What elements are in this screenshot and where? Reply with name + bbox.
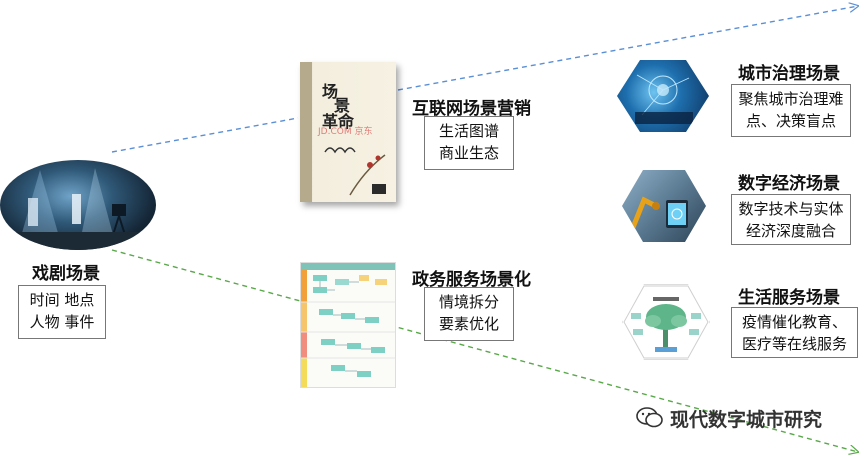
city-box-line-1: 聚焦城市治理难 — [738, 90, 844, 108]
internet-box-line-1: 生活图谱 — [438, 122, 499, 140]
gov-box-line-1: 情境拆分 — [438, 293, 499, 311]
city-governance-title: 城市治理场景 — [738, 64, 840, 84]
book-jd-watermark: JD.COM 京东 — [318, 127, 373, 137]
flowchart-icon — [301, 263, 395, 387]
economy-box-line-1: 数字技术与实体 — [738, 200, 844, 218]
book-title-3: 革命 — [322, 112, 355, 131]
service-tree-icon — [623, 285, 709, 359]
book-illustration-icon — [324, 147, 386, 196]
internet-box-line-2: 商业生态 — [438, 144, 499, 162]
book-spine — [300, 62, 312, 202]
digital-economy-image — [622, 170, 706, 242]
life-services-title: 生活服务场景 — [738, 288, 840, 308]
wechat-watermark-text: 现代数字城市研究 — [670, 409, 823, 431]
blue-dashed-arrow-right — [397, 6, 858, 91]
life-box-line-2: 医疗等在线服务 — [741, 335, 847, 353]
city-box-line-2: 点、决策盲点 — [745, 112, 836, 130]
digital-economy-box: 数字技术与实体 经济深度融合 — [731, 194, 851, 245]
city-governance-box: 聚焦城市治理难 点、决策盲点 — [731, 84, 851, 137]
gov-service-box: 情境拆分 要素优化 — [424, 287, 514, 341]
theater-scene-box: 时间 地点 人物 事件 — [18, 285, 106, 339]
flowchart-thumbnail-image — [300, 262, 396, 388]
theater-scene-image — [0, 160, 156, 250]
life-services-image — [622, 284, 710, 360]
green-dashed-arrow — [111, 249, 858, 452]
internet-marketing-box: 生活图谱 商业生态 — [424, 116, 514, 170]
blue-dashed-arrow-left — [111, 117, 299, 153]
gov-box-line-2: 要素优化 — [438, 315, 499, 333]
economy-box-line-2: 经济深度融合 — [745, 222, 836, 240]
digital-network-icon — [635, 74, 693, 124]
stage-lights-icon — [0, 168, 156, 250]
book-title-1: 场 — [322, 82, 339, 101]
theater-scene-title: 戏剧场景 — [32, 264, 100, 284]
life-services-box: 疫情催化教育、 医疗等在线服务 — [731, 307, 858, 358]
internet-marketing-title: 互联网场景营销 — [412, 99, 531, 119]
gov-service-title: 政务服务场景化 — [412, 270, 531, 290]
wechat-icon — [636, 407, 663, 428]
robot-tablet-icon — [629, 196, 688, 231]
book-title-2: 景 — [334, 96, 351, 115]
digital-economy-title: 数字经济场景 — [738, 174, 840, 194]
book-cover-image: 场 景 革命 JD.COM 京东 — [300, 62, 396, 202]
life-box-line-1: 疫情催化教育、 — [741, 313, 847, 331]
theater-box-line-2: 人物 事件 — [29, 313, 95, 331]
theater-box-line-1: 时间 地点 — [29, 291, 95, 309]
